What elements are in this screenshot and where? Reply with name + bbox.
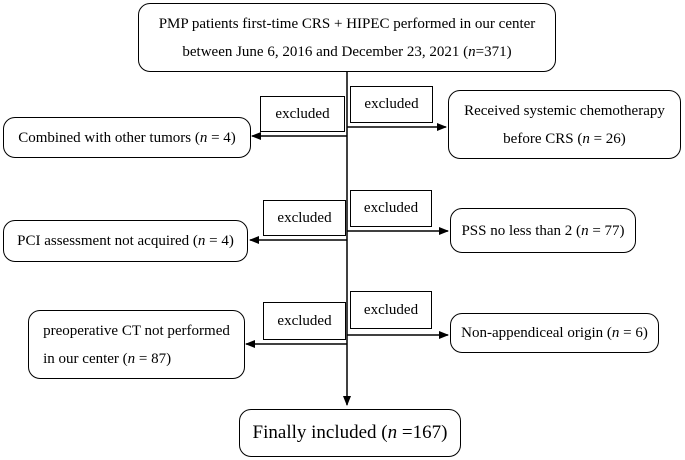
exclusion-box-left-2: PCI assessment not acquired (n = 4) xyxy=(3,220,248,262)
excluded-label-right-1: excluded xyxy=(350,86,433,123)
excluded-label-right-2: excluded xyxy=(350,190,432,227)
exclusion-box-left-1: Combined with other tumors (n = 4) xyxy=(3,117,251,158)
exclusion-box-left-3: preoperative CT not performed in our cen… xyxy=(28,310,245,379)
top-line-1: PMP patients first-time CRS + HIPEC perf… xyxy=(158,15,536,32)
excluded-label-left-1: excluded xyxy=(260,96,345,132)
exclusion-box-right-2: PSS no less than 2 (n = 77) xyxy=(450,208,636,253)
excluded-label-right-3: excluded xyxy=(350,291,432,329)
excluded-label-left-2: excluded xyxy=(263,200,346,236)
top-line-2: between June 6, 2016 and December 23, 20… xyxy=(182,43,512,60)
exclusion-box-right-3: Non-appendiceal origin (n = 6) xyxy=(450,313,659,353)
exclusion-box-right-1: Received systemic chemotherapy before CR… xyxy=(448,90,681,159)
excluded-label-left-3: excluded xyxy=(263,302,346,340)
top-box: PMP patients first-time CRS + HIPEC perf… xyxy=(138,3,556,72)
final-box: Finally included (n =167) xyxy=(239,409,461,457)
